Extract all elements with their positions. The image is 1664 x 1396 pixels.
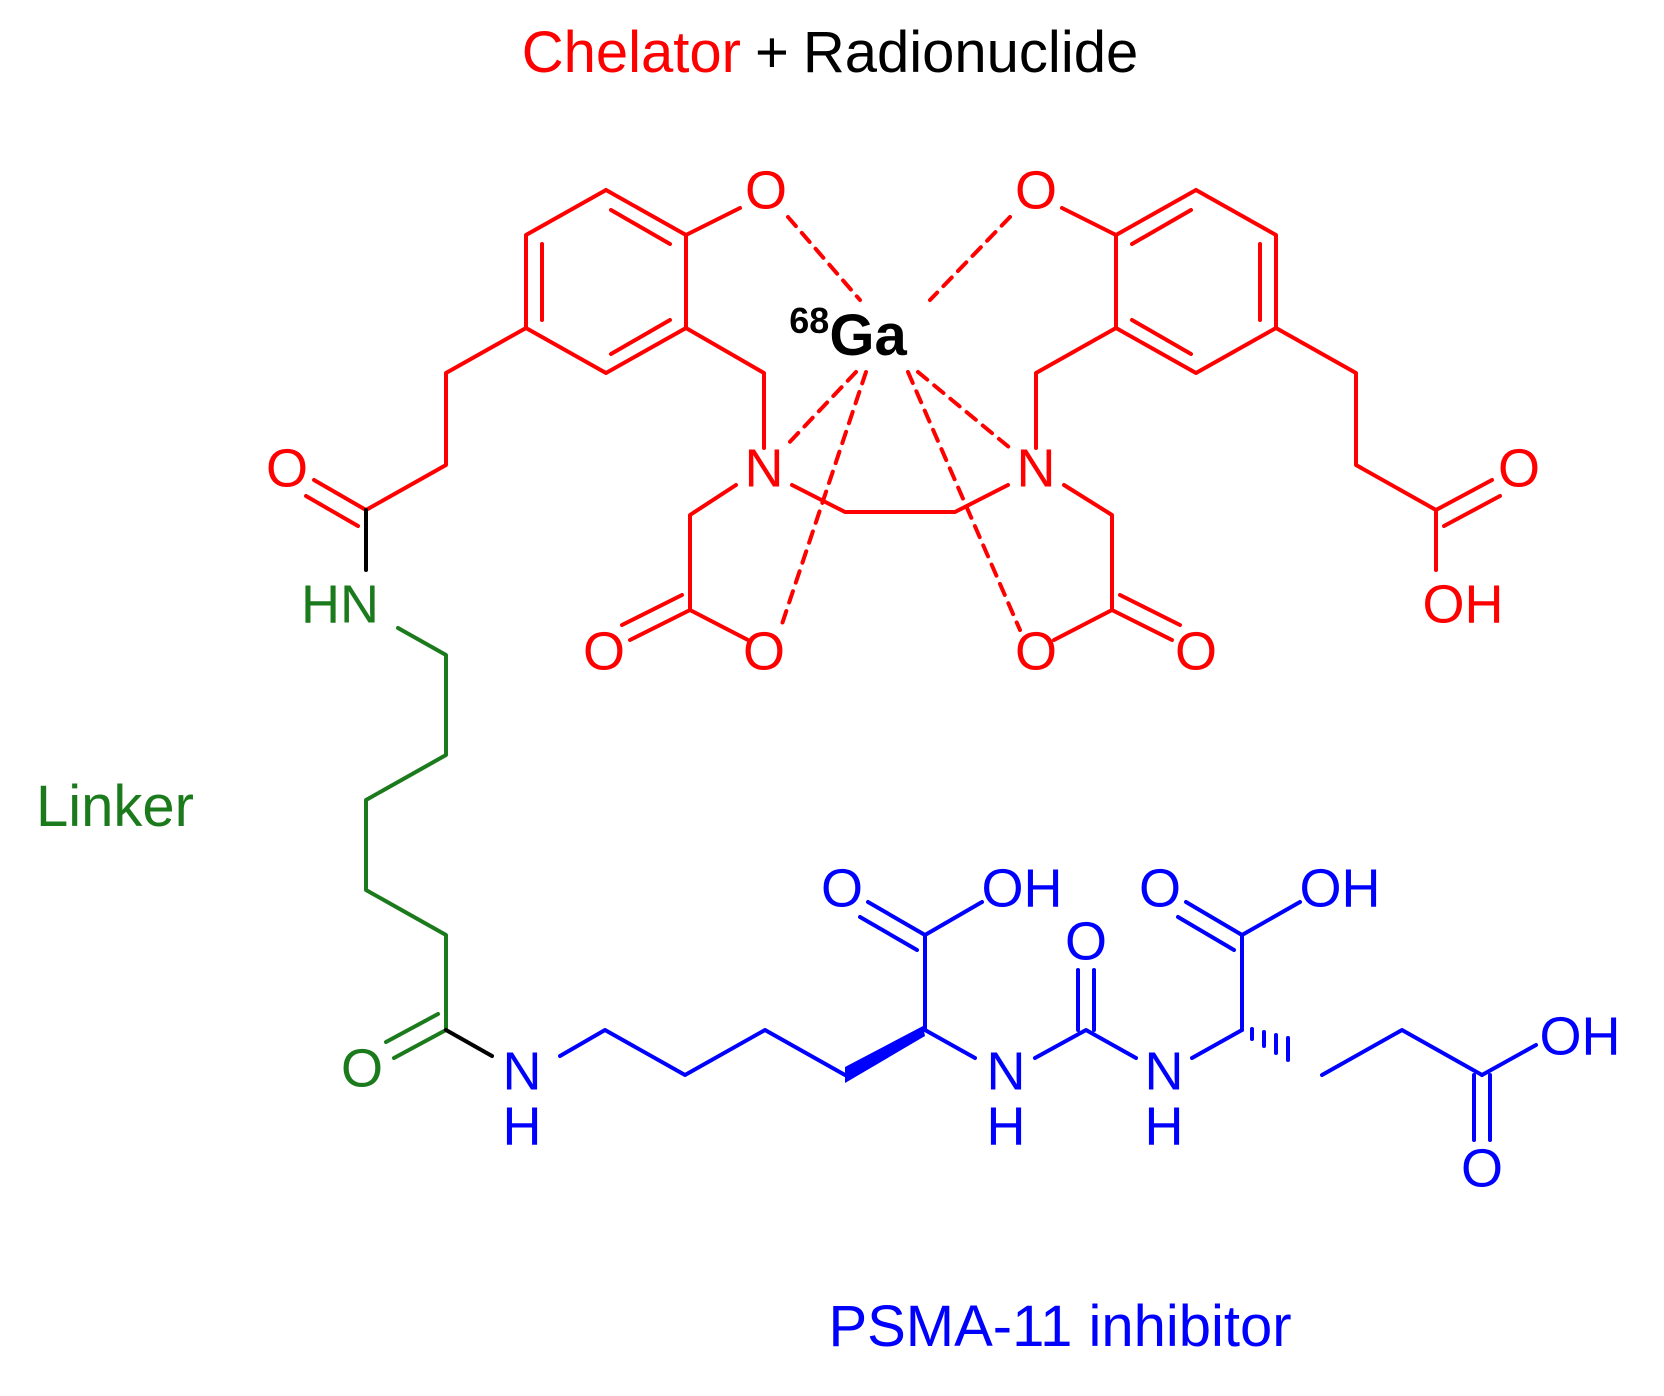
right-acetate-o-atom: O [1015,621,1057,681]
glutamate-carbonyl-o-atom: O [1139,858,1181,918]
right-amine-n-atom: N [1017,438,1056,498]
right-acid-o-atom: O [1498,438,1540,498]
left-amide-co-bond [312,478,368,512]
ga-left-o-coordination [778,370,868,632]
right-phenol-ring [1114,188,1278,375]
title-chelator: Chelator [522,20,741,85]
left-amide-co-double [304,494,360,528]
urea-right-n-atom: N [1145,1041,1184,1101]
right-phenol-o-bond [1060,206,1118,237]
left-propanoyl-chain [364,326,528,512]
lysine-co-double [858,915,919,952]
right-acid-oh-atom: OH [1423,574,1504,634]
right-acetate-o-bond [1052,608,1114,642]
lysine-side-chain [558,1028,847,1077]
lysine-carbonyl-o-atom: O [821,858,863,918]
inhibitor-label: PSMA-11 inhibitor [828,1294,1291,1359]
right-phenol-ga-coordination [928,215,1012,302]
urea-bonds [1033,1028,1138,1060]
left-phenol-ga-coordination [786,215,862,302]
right-acid-co-double [1442,494,1502,528]
left-acetate-arm [688,483,738,612]
glutamate-gamma-o-atom: O [1461,1138,1503,1198]
ethylene-bridge [790,483,1010,514]
title-radionuclide: Radionuclide [803,20,1138,85]
glutamate-gamma-oh-bond [1480,1043,1538,1077]
lysine-oh-bond [923,900,984,937]
urea-left-n-atom: N [987,1041,1026,1101]
left-phenol-ring [524,188,688,375]
linker-co-double [384,1012,440,1044]
left-acetate-co-bond [628,608,692,642]
left-amide-o-atom: O [266,438,308,498]
gallium-68-label: 68Ga [789,300,907,368]
linker-chain [364,626,448,1032]
urea-left-h-atom: H [987,1096,1026,1156]
glutamate-hash-bond [1250,1027,1290,1062]
glutamate-oh-bond [1240,900,1302,937]
glutamate-side-chain [1320,1028,1484,1077]
left-acetate-co-double [620,593,684,627]
right-acetate-co-double [1118,593,1182,627]
right-benzyl-n-bond [1034,326,1118,450]
right-phenol-o-atom: O [1015,160,1057,220]
urea-right-h-atom: H [1145,1096,1184,1156]
lysine-epsilon-h-atom: H [503,1096,542,1156]
linker-label: Linker [36,774,194,839]
ga-left-n-coordination [782,370,858,450]
right-propanoic-chain [1274,326,1438,512]
diagram-title: Chelator+Radionuclide [522,20,1138,85]
right-acetate-co-o-atom: O [1175,621,1217,681]
right-acetate-co-bond [1110,608,1174,642]
left-phenol-o-bond [684,206,742,237]
left-amine-n-atom: N [745,438,784,498]
left-acetate-o-bond [688,608,750,642]
lysine-wedge-bond [845,1026,925,1083]
ga-right-n-coordination [916,370,1012,450]
glutamate-n-bond [1190,1028,1244,1060]
urea-o-atom: O [1065,911,1107,971]
linker-carbonyl-o-atom: O [341,1038,383,1098]
lysine-epsilon-n-atom: N [503,1041,542,1101]
linker-hn-atom: HN [301,574,379,634]
lysine-co-bond [866,900,927,937]
ga-right-o-coordination [906,370,1022,632]
ga-symbol: Ga [829,303,907,368]
right-acid-co-bond [1434,478,1494,512]
left-acetate-co-o-atom: O [583,621,625,681]
left-phenol-o-atom: O [745,160,787,220]
ga-mass-number: 68 [789,300,829,341]
left-acetate-o-atom: O [743,621,785,681]
right-acetate-arm [1062,483,1114,612]
glutamate-co-double [1176,915,1236,952]
title-plus: + [755,20,789,85]
linker-co-bond [392,1028,448,1060]
linker-amide-bond [444,1028,494,1058]
glutamate-oh-atom: OH [1300,858,1381,918]
glutamate-gamma-oh-atom: OH [1540,1006,1621,1066]
glutamate-co-bond [1184,900,1244,937]
lysine-n-bond [923,1028,977,1060]
left-benzyl-n-bond [684,326,766,450]
lysine-oh-atom: OH [982,858,1063,918]
